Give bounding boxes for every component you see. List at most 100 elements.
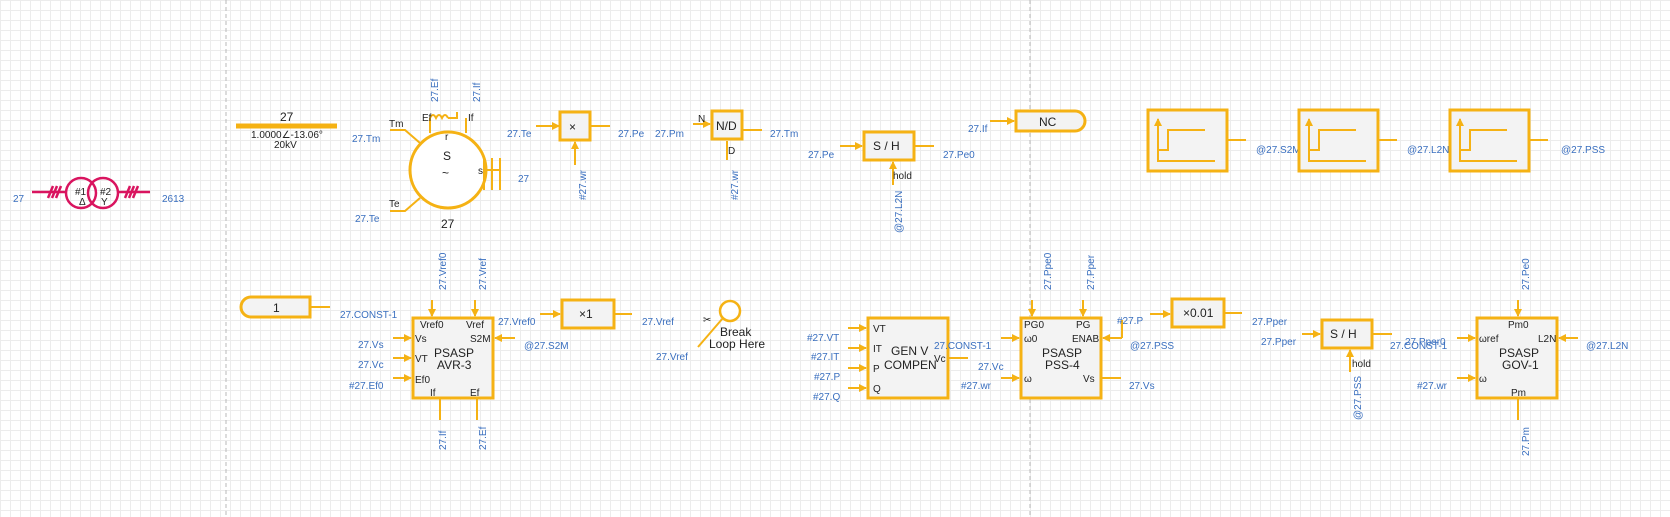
winding-1-circle — [64, 176, 98, 210]
bus-27[interactable]: 27 1.0000∠-13.06° 20kV — [236, 110, 337, 151]
gen-r-pin: r — [445, 132, 449, 143]
nd-wr-signal: #27.wr — [730, 169, 741, 200]
generator-label: S — [443, 149, 451, 163]
avr-title-2: AVR-3 — [437, 358, 472, 372]
gov-l2n-signal: @27.L2N — [1586, 341, 1628, 352]
gov-wref-signal: 27.CONST-1 — [1390, 341, 1448, 352]
multiplier-block[interactable]: × 27.Te 27.Pe #27.wr — [507, 110, 645, 200]
winding-1-label: #1 — [75, 187, 87, 198]
nd-in-signal: 27.Pm — [655, 129, 684, 140]
pss-pin-vs: Vs — [1083, 374, 1095, 385]
genv-vt-signal: #27.VT — [807, 333, 839, 344]
avr-vref-signal: 27.Vref — [478, 258, 489, 290]
gov-pin-wref: ωref — [1479, 334, 1499, 345]
avr-vc-signal: 27.Vc — [358, 360, 384, 371]
pss-w0-signal: 27.CONST-1 — [934, 341, 992, 352]
sh1-in-signal: 27.Pe — [808, 150, 835, 161]
genv-title-2: COMPEN — [884, 358, 937, 372]
bus-voltage: 1.0000∠-13.06° — [251, 130, 323, 141]
avr-pin-ef0: Ef0 — [415, 375, 430, 386]
generator-27[interactable]: S ~ 27 Tm 27.Tm Te 27.Te Ef If r s 27.Ef… — [352, 78, 530, 231]
break-loop[interactable]: ✂ Break Loop Here 27.Vref — [656, 299, 765, 363]
pss-title-2: PSS-4 — [1045, 358, 1080, 372]
genv-pin-vt: VT — [873, 324, 886, 335]
gen-te-signal: 27.Te — [355, 214, 380, 225]
gain1-out-signal: 27.Vref — [642, 317, 674, 328]
genv-pin-it: IT — [873, 344, 882, 355]
gov-pin-w: ω — [1479, 374, 1487, 385]
avr-pin-vref: Vref — [466, 320, 484, 331]
step2-out-signal: @27.L2N — [1407, 145, 1449, 156]
gain-1-block[interactable]: ×1 27.Vref0 27.Vref — [498, 298, 674, 330]
transformer-left-label: 27 — [13, 194, 25, 205]
transformer[interactable]: 27 #1 #2 Δ Y 2613 — [13, 176, 185, 210]
gen-ef-signal: 27.Ef — [430, 78, 441, 102]
avr-ef-signal: 27.Ef — [478, 426, 489, 450]
avr-pin-vref0: Vref0 — [420, 320, 444, 331]
avr-block[interactable]: Vref0 Vref Vs S2M VT Ef0 If Ef PSASP AVR… — [349, 252, 569, 450]
nd-block[interactable]: N/D N D 27.Pm 27.Tm #27.wr — [655, 109, 798, 200]
step-block-1[interactable]: @27.S2M — [1146, 108, 1301, 173]
mult-wr-signal: #27.wr — [578, 169, 589, 200]
delta-symbol: Δ — [79, 197, 86, 208]
gen-tm-pin: Tm — [389, 119, 403, 130]
bus-name: 27 — [280, 110, 294, 124]
const-1-block[interactable]: 1 27.CONST-1 — [239, 295, 398, 321]
avr-pin-ef: Ef — [470, 388, 480, 399]
pss-pg0-signal: 27.Ppe0 — [1043, 252, 1054, 290]
gov-w-signal: #27.wr — [1417, 381, 1448, 392]
sample-hold-1[interactable]: S / H hold 27.Pe 27.Pe0 @27.L2N — [808, 130, 975, 233]
gov-title-1: PSASP — [1499, 346, 1539, 360]
sh1-out-signal: 27.Pe0 — [943, 150, 975, 161]
avr-pin-s2m: S2M — [470, 334, 491, 345]
gain-001-block[interactable]: ×0.01 27.Pper — [1150, 297, 1288, 329]
genv-vc-signal: 27.Vc — [978, 362, 1004, 373]
gen-if-pin: If — [468, 113, 474, 124]
genv-pin-vc: Vc — [934, 354, 946, 365]
pss-title-1: PSASP — [1042, 346, 1082, 360]
gov-pm-signal: 27.Pm — [1521, 427, 1532, 456]
step3-out-signal: @27.PSS — [1561, 145, 1605, 156]
gov-block[interactable]: Pm0 ωref L2N ω Pm PSASP GOV-1 27.Pe0 27.… — [1390, 258, 1628, 456]
avr-ef0-signal: #27.Ef0 — [349, 381, 384, 392]
bus-kv: 20kV — [274, 140, 297, 151]
sh1-hold-pin: hold — [893, 171, 912, 182]
pss-pin-w0: ω0 — [1024, 334, 1038, 345]
genv-q-signal: #27.Q — [813, 392, 840, 403]
pss-pin-w: ω — [1024, 374, 1032, 385]
genv-pin-q: Q — [873, 384, 881, 395]
step-block-3[interactable]: @27.PSS — [1448, 108, 1605, 173]
gen-s-pin: s — [478, 166, 483, 177]
pss-block[interactable]: PG0 PG ω0 ENAB ω Vs PSASP PSS-4 27.Ppe0 … — [934, 252, 1174, 400]
gain2-label: ×0.01 — [1183, 306, 1214, 320]
pss-vs-signal: 27.Vs — [1129, 381, 1155, 392]
sh1-label: S / H — [873, 139, 900, 153]
generator-tilde: ~ — [442, 166, 449, 180]
gov-pin-pm: Pm — [1511, 388, 1526, 399]
break-line-1: Break — [720, 325, 752, 339]
pss-w-signal: #27.wr — [961, 381, 992, 392]
gen-v-compen-block[interactable]: VT IT P Q Vc GEN V COMPEN #27.VT #27.IT … — [807, 316, 1004, 403]
const-label: 1 — [273, 301, 280, 315]
break-line-2: Loop Here — [709, 337, 765, 351]
gen-te-pin: Te — [389, 199, 400, 210]
pss-pin-enab: ENAB — [1072, 334, 1100, 345]
nc-block[interactable]: NC 27.If — [968, 109, 1087, 135]
avr-pin-vs: Vs — [415, 334, 427, 345]
sh2-hold-pin: hold — [1352, 359, 1371, 370]
gen-out-signal: 27 — [518, 174, 530, 185]
sample-hold-2[interactable]: S / H hold 27.Pper 27.Pper0 @27.PSS — [1261, 318, 1446, 420]
avr-s2m-signal: @27.S2M — [524, 341, 569, 352]
avr-pin-vt: VT — [415, 354, 428, 365]
nc-label: NC — [1039, 115, 1057, 129]
gen-tm-signal: 27.Tm — [352, 134, 380, 145]
gain1-in-signal: 27.Vref0 — [498, 317, 536, 328]
step-block-2[interactable]: @27.L2N — [1297, 108, 1449, 173]
const-out-signal: 27.CONST-1 — [340, 310, 398, 321]
winding-2-label: #2 — [100, 187, 112, 198]
gain2-out-signal: 27.Pper — [1252, 317, 1288, 328]
gen-if-signal: 27.If — [472, 82, 483, 102]
gov-title-2: GOV-1 — [1502, 358, 1539, 372]
genv-p-signal: #27.P — [814, 372, 840, 383]
genv-it-signal: #27.IT — [811, 352, 839, 363]
